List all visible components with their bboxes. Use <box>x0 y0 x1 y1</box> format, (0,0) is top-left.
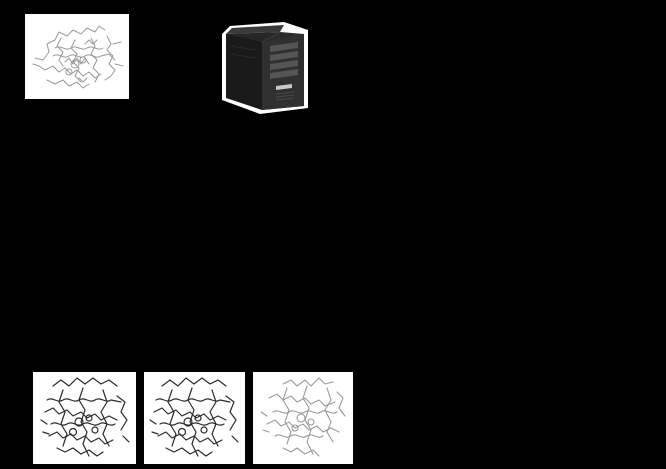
protein-structure-icon <box>32 25 124 89</box>
server-tower-icon <box>222 22 308 114</box>
protein-structure-icon <box>260 377 346 457</box>
protein-structure-bottom-2 <box>144 372 245 464</box>
protein-structure-icon <box>149 377 239 457</box>
server-tower <box>218 20 309 115</box>
protein-structure-top <box>25 14 129 99</box>
protein-structure-icon <box>40 377 130 457</box>
protein-structure-bottom-3 <box>253 372 353 464</box>
protein-structure-bottom-1 <box>33 372 136 464</box>
